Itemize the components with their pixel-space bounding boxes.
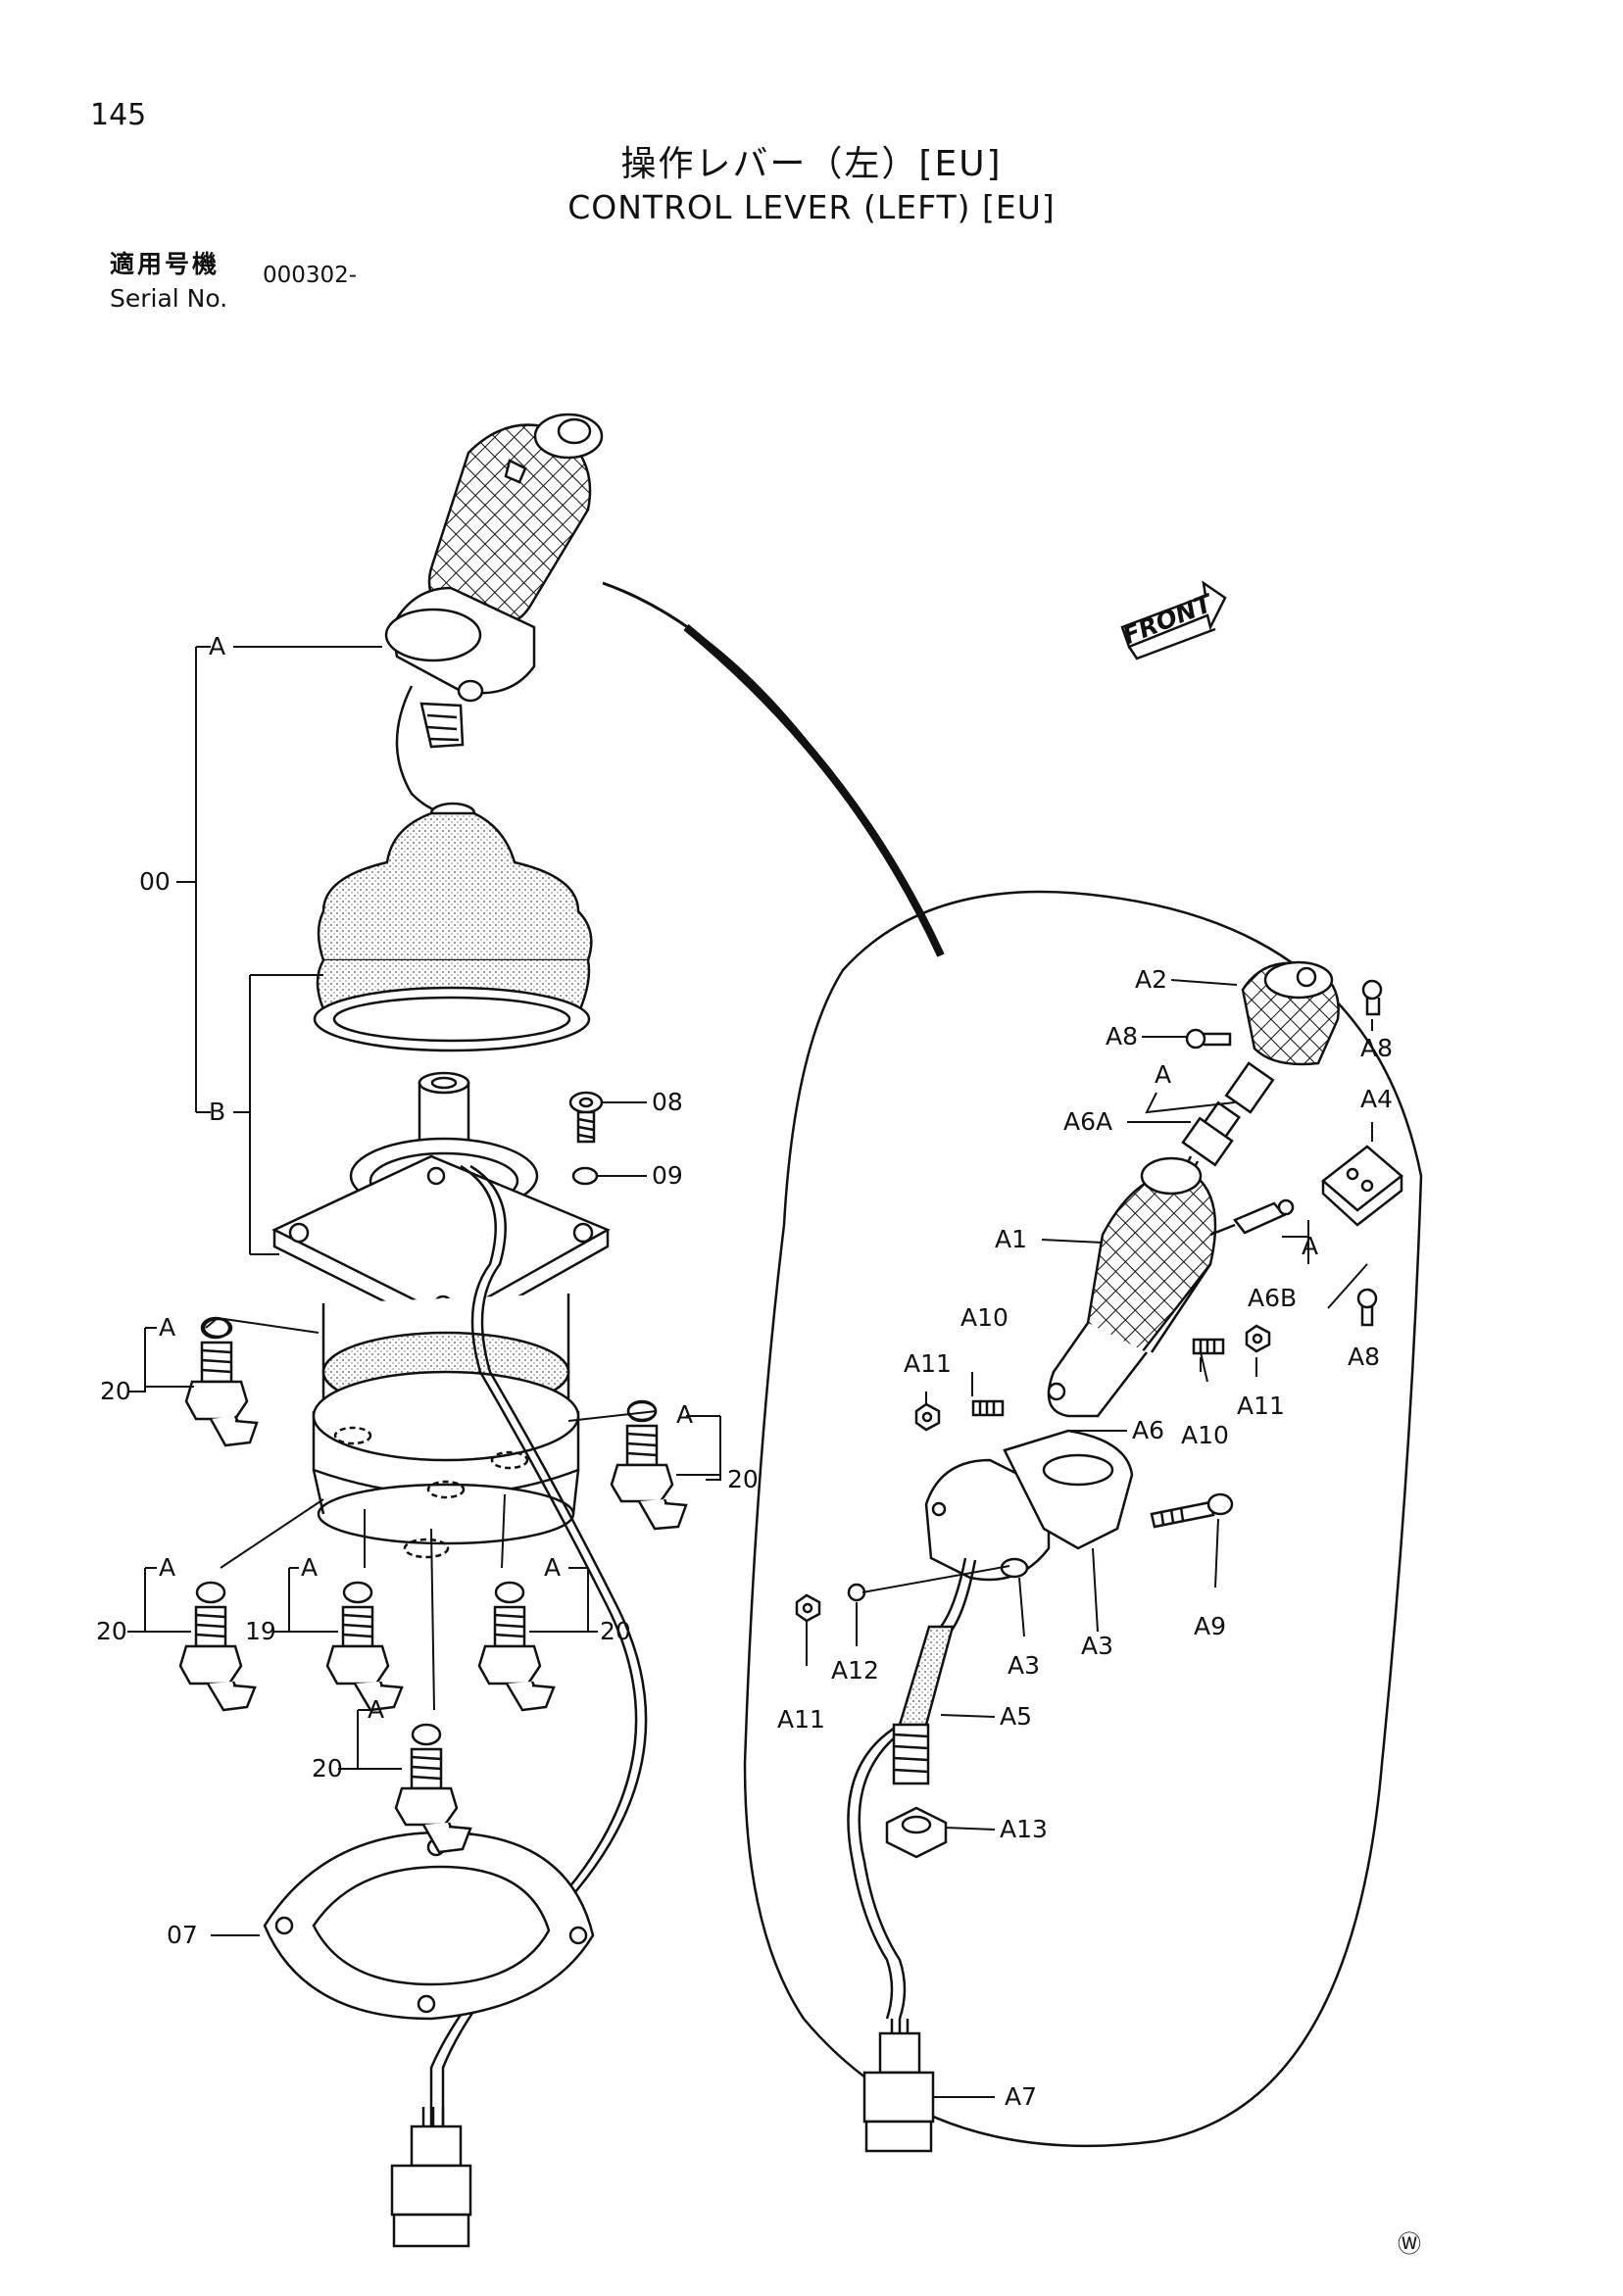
callout-A9: A9	[1194, 1612, 1226, 1640]
detail-oval	[743, 890, 1423, 2148]
callout-A3-right: A3	[1081, 1632, 1113, 1660]
page-title-japanese: 操作レバー（左）[EU]	[620, 144, 1003, 184]
callout-A6: A6	[1132, 1416, 1164, 1444]
long-bolt-icon	[1150, 1492, 1234, 1529]
front-arrow-icon	[1120, 580, 1227, 660]
callout-A-top: A	[209, 632, 225, 660]
callout-20-right-A: A	[676, 1400, 693, 1429]
callout-A6A: A6A	[1063, 1107, 1112, 1136]
hex-nut-icon	[885, 1806, 948, 1859]
gasket-icon	[263, 1831, 595, 2021]
callout-A10-left: A10	[960, 1303, 1008, 1332]
serial-label-english: Serial No.	[110, 284, 228, 313]
connector-detail-icon	[862, 2019, 935, 2153]
callout-00: 00	[139, 867, 171, 896]
plate-icon	[1321, 1145, 1403, 1227]
callout-08: 08	[652, 1088, 683, 1116]
washer-icon	[571, 1166, 599, 1186]
cable-sheath-icon	[847, 1557, 977, 2020]
serial-number-value: 000302-	[263, 263, 358, 288]
callout-19-A: A	[301, 1553, 318, 1582]
callout-A6B: A6B	[1248, 1284, 1297, 1312]
callout-A11-right: A11	[1237, 1392, 1285, 1420]
callout-20-middle: 20	[600, 1617, 631, 1645]
callout-A4: A4	[1360, 1085, 1393, 1113]
callout-20-middle-A: A	[544, 1553, 561, 1582]
callout-09: 09	[652, 1161, 683, 1190]
callout-20-left-upper: 20	[100, 1377, 131, 1405]
callout-A3-left: A3	[1008, 1651, 1040, 1680]
knob-cap-icon	[1241, 960, 1340, 1066]
serial-label-japanese: 適用号機	[110, 250, 221, 278]
callout-07: 07	[167, 1921, 198, 1949]
callout-A-inner-1: A	[1155, 1060, 1171, 1089]
nut-icon	[795, 1324, 1271, 1623]
lever-body-icon	[271, 1071, 611, 1559]
grip-detail-icon	[1047, 1156, 1217, 1418]
callout-A13: A13	[1000, 1815, 1048, 1843]
screw-icon	[1185, 979, 1383, 1327]
callout-20-right: 20	[727, 1465, 759, 1493]
lever-grip-icon	[384, 413, 604, 749]
set-screw-icon	[971, 1338, 1225, 1417]
callout-A8-left: A8	[1106, 1022, 1138, 1050]
callout-A5: A5	[1000, 1702, 1032, 1731]
detail-callouts: A2 A8 A8 A A6A A4 A1 A A6B A8 A10 A11 A1…	[777, 965, 1393, 2111]
callout-A11-left: A11	[904, 1349, 952, 1378]
corner-w-mark: Ⓦ	[1398, 2230, 1421, 2258]
bolt-icon	[568, 1091, 604, 1144]
elbow-fitting-icon	[178, 1316, 688, 1854]
page-title-english: CONTROL LEVER (LEFT) [EU]	[567, 188, 1056, 226]
callout-A2: A2	[1135, 965, 1167, 994]
callout-20-bottom: 20	[312, 1754, 343, 1783]
callout-B: B	[209, 1098, 225, 1126]
callout-20-left-upper-A: A	[159, 1313, 175, 1342]
rubber-boot-icon	[313, 802, 593, 1052]
callout-A1: A1	[995, 1225, 1027, 1253]
callout-A8-right-lower: A8	[1348, 1343, 1380, 1371]
callout-20-bottom-A: A	[368, 1695, 384, 1724]
callout-20-left-lower-A: A	[159, 1553, 175, 1582]
front-label: FRONT	[1118, 588, 1217, 650]
page-number: 145	[90, 98, 147, 132]
callout-A11-bottom: A11	[777, 1705, 825, 1734]
callout-A7: A7	[1005, 2082, 1037, 2111]
callout-A8-top-right: A8	[1360, 1034, 1393, 1062]
small-switch-icon	[1209, 1198, 1295, 1237]
callout-A12: A12	[831, 1656, 879, 1685]
clamp-icon	[924, 1429, 1134, 1582]
callout-A-inner-2: A	[1302, 1232, 1318, 1260]
callout-19: 19	[245, 1617, 276, 1645]
left-callouts: A 00 B 08 09 A 20 A 20 A 20 A 19 A 20 A …	[96, 632, 759, 1949]
connector-left-icon	[390, 2107, 472, 2248]
callout-A10-right: A10	[1181, 1421, 1229, 1449]
callout-20-left-lower: 20	[96, 1617, 127, 1645]
